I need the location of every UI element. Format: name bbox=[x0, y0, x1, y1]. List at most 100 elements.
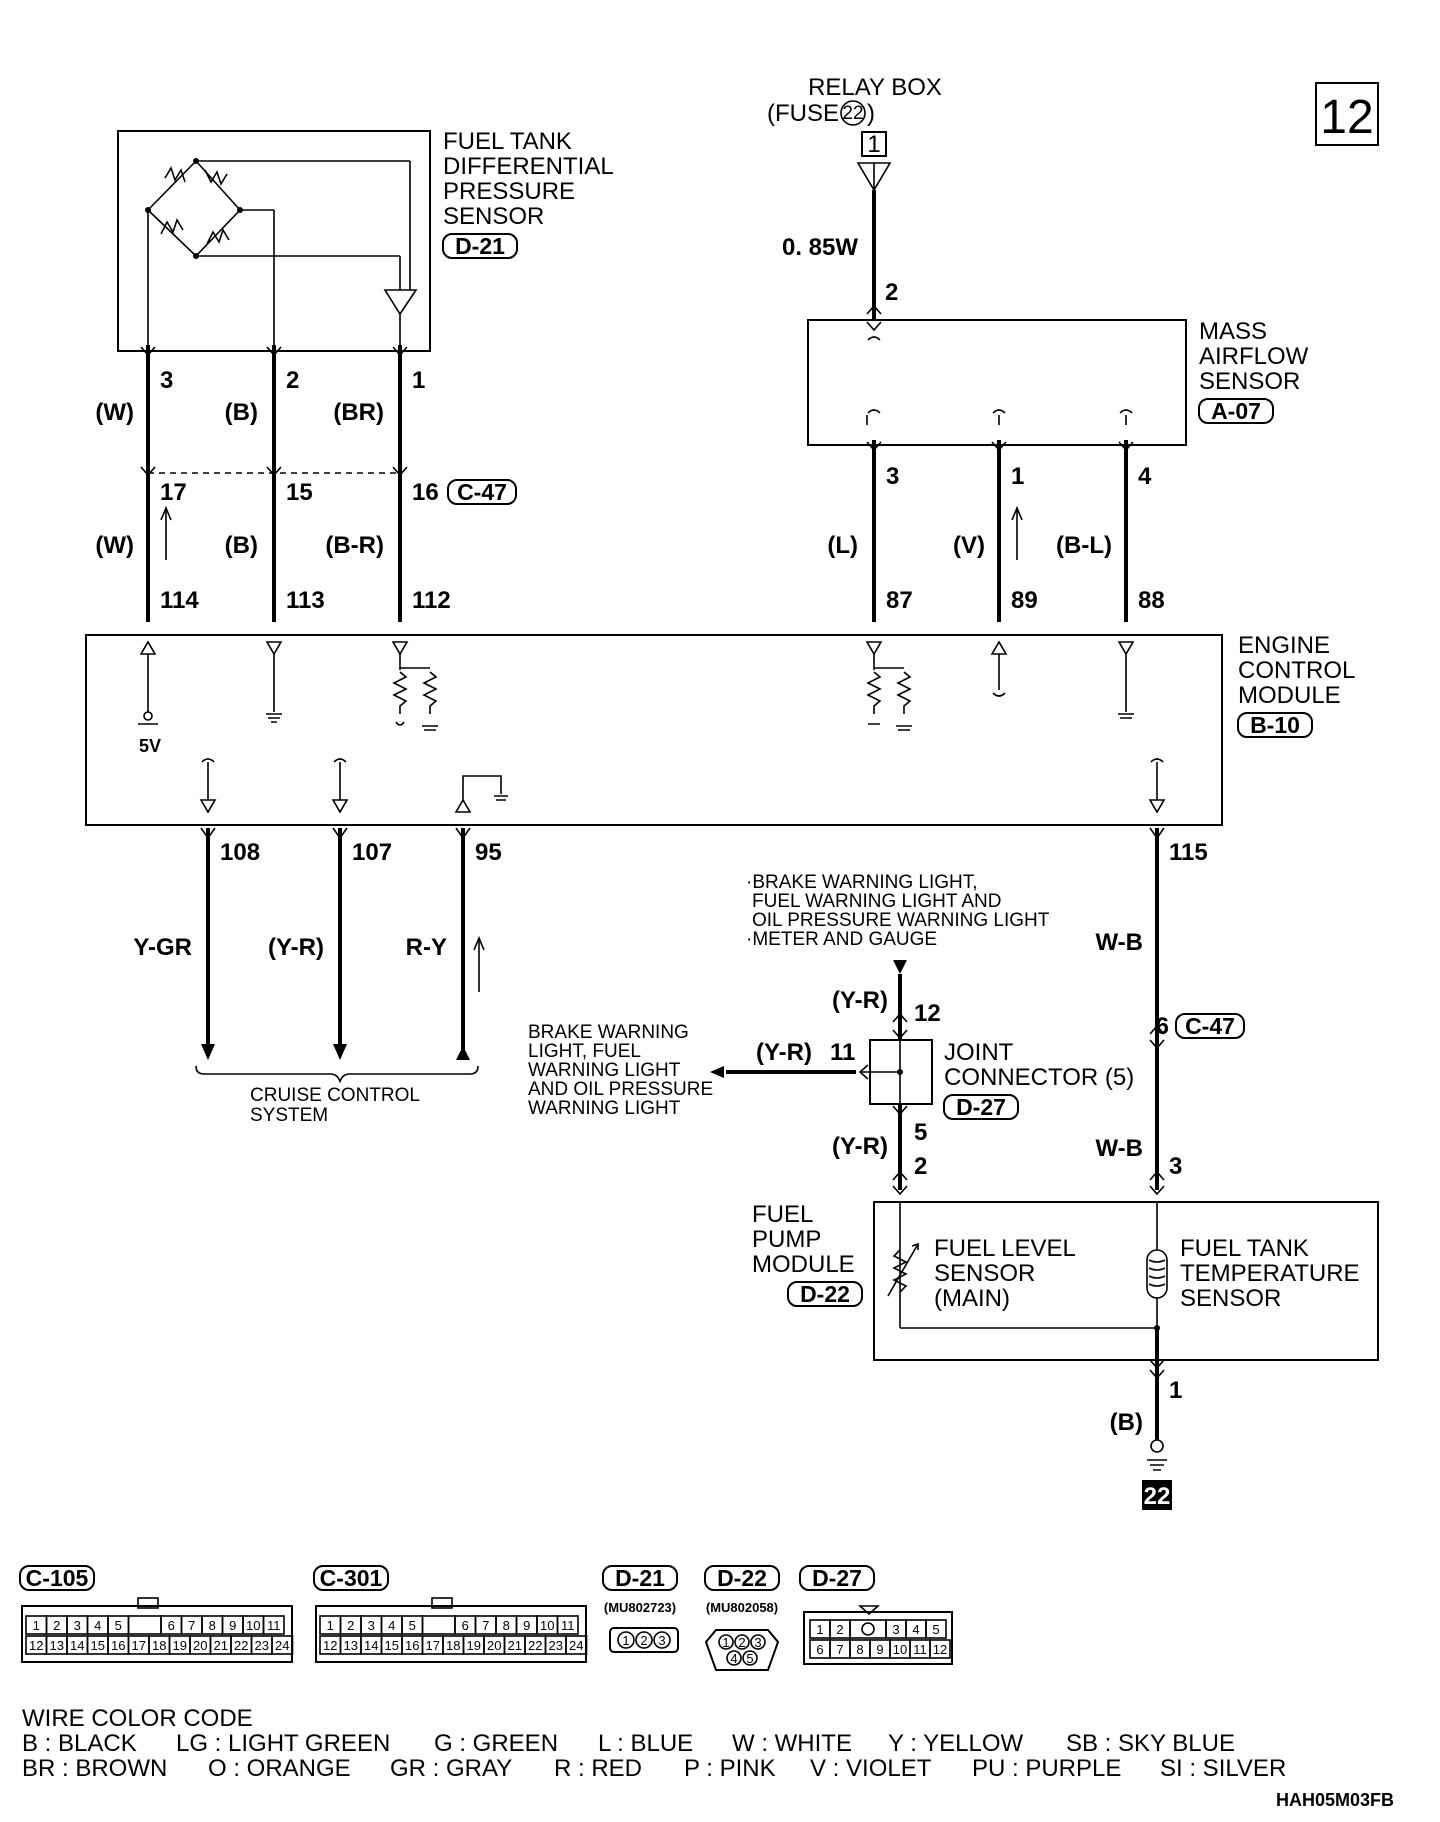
connector-pin bbox=[127, 1615, 162, 1635]
color-code-y: Y : YELLOW bbox=[888, 1730, 1024, 1757]
d22-body bbox=[704, 1629, 780, 1671]
c47-pin-6: 6 bbox=[1156, 1013, 1169, 1040]
color-code-o: O : ORANGE bbox=[208, 1755, 351, 1782]
connector-pin-label: 22 bbox=[234, 1638, 248, 1653]
connector-pin-label: 6 bbox=[168, 1618, 175, 1633]
connector-pin-label: 21 bbox=[508, 1638, 522, 1653]
connector-pin-label: 15 bbox=[91, 1638, 105, 1653]
brake-note-5: WARNING LIGHT bbox=[528, 1098, 681, 1119]
connector-pin-label: 18 bbox=[152, 1638, 166, 1653]
ecm-title-3: MODULE bbox=[1238, 682, 1341, 709]
d27-pin-label: 5 bbox=[932, 1622, 939, 1637]
connector-pin bbox=[262, 1615, 285, 1635]
d22-pin-label: 5 bbox=[746, 1651, 753, 1666]
ecm-pin-95: 95 bbox=[475, 839, 502, 866]
color-code-sb: SB : SKY BLUE bbox=[1066, 1730, 1235, 1757]
color-code-w: W : WHITE bbox=[732, 1730, 852, 1757]
color-code-si: SI : SILVER bbox=[1160, 1755, 1286, 1782]
pin-3: 3 bbox=[160, 367, 173, 394]
color-code-l: L : BLUE bbox=[598, 1730, 693, 1757]
fuel-level-title-2: SENSOR bbox=[934, 1260, 1035, 1287]
connector-view-id: D-21 bbox=[615, 1565, 665, 1591]
ecm-pin-115: 115 bbox=[1169, 839, 1208, 866]
connector-pin-label: 20 bbox=[487, 1638, 501, 1653]
connector-pin-label: 16 bbox=[111, 1638, 125, 1653]
joint-pin-5: 5 bbox=[914, 1119, 927, 1146]
connector-pin-label: 20 bbox=[193, 1638, 207, 1653]
ecm-title-2: CONTROL bbox=[1238, 657, 1355, 684]
ecm-5v-label: 5V bbox=[139, 736, 161, 756]
joint-connector-id: D-27 bbox=[956, 1094, 1006, 1120]
connector-pin bbox=[271, 1635, 294, 1655]
ground-point-badge bbox=[1142, 1480, 1172, 1510]
brake-note-4: AND OIL PRESSURE bbox=[528, 1079, 713, 1100]
color-code-pu: PU : PURPLE bbox=[972, 1755, 1121, 1782]
connector-pin-label: 4 bbox=[388, 1618, 395, 1633]
d22-pin-label: 2 bbox=[738, 1635, 745, 1650]
ground-number: 22 bbox=[1144, 1483, 1171, 1510]
pin-17: 17 bbox=[160, 479, 187, 506]
fuel-tank-sensor-title-2: DIFFERENTIAL bbox=[443, 153, 614, 180]
meter-note: ·BRAKE WARNING LIGHT, FUEL WARNING LIGHT… bbox=[746, 872, 1050, 950]
maf-pin-3: 3 bbox=[886, 463, 899, 490]
wire-color-b-l: (B-L) bbox=[1056, 532, 1112, 559]
connector-pin-label: 7 bbox=[482, 1618, 489, 1633]
connector-latch bbox=[137, 1597, 159, 1609]
relay-terminal-box bbox=[861, 131, 887, 157]
connector-pin-label: 10 bbox=[246, 1618, 260, 1633]
fuel-temp-title-3: SENSOR bbox=[1180, 1285, 1281, 1312]
d22-pin-label: 1 bbox=[722, 1635, 729, 1650]
wire-color-w-2: (W) bbox=[95, 532, 134, 559]
ecm-pin-108: 108 bbox=[220, 839, 260, 866]
d27-body bbox=[803, 1611, 953, 1665]
d27-pin bbox=[929, 1639, 951, 1659]
d22-pin bbox=[742, 1650, 758, 1666]
ground-wire-color: (B) bbox=[1110, 1409, 1143, 1436]
d21-pin bbox=[635, 1631, 653, 1649]
color-code-lg: LG : LIGHT GREEN bbox=[176, 1730, 390, 1757]
connector-pin-label: 19 bbox=[173, 1638, 187, 1653]
connector-view-badge bbox=[602, 1565, 678, 1591]
connector-body bbox=[315, 1605, 587, 1663]
d27-pin-label: 12 bbox=[933, 1642, 947, 1657]
connector-latch bbox=[431, 1597, 453, 1609]
relay-box-fuse-label: (FUSE bbox=[767, 100, 839, 127]
connector-pin-label: 14 bbox=[70, 1638, 84, 1653]
connector-pin-label: 12 bbox=[29, 1638, 43, 1653]
wire-color-v: (V) bbox=[953, 532, 985, 559]
joint-color-bottom: (Y-R) bbox=[832, 1133, 888, 1160]
d22-pin bbox=[750, 1634, 766, 1650]
wire-color-b-r: (B-R) bbox=[325, 532, 384, 559]
connector-pin-label: 13 bbox=[344, 1638, 358, 1653]
ecm-pin-107: 107 bbox=[352, 839, 392, 866]
relay-box-label: RELAY BOX bbox=[808, 74, 942, 101]
d21-pin-label: 3 bbox=[658, 1633, 665, 1648]
wire-color-br: (BR) bbox=[333, 399, 384, 426]
connector-pin-label: 11 bbox=[561, 1618, 575, 1633]
d27-pin-label: 7 bbox=[836, 1642, 843, 1657]
joint-color-top: (Y-R) bbox=[832, 987, 888, 1014]
fuel-tank-sensor-title-3: PRESSURE bbox=[443, 178, 575, 205]
ecm-pin-89: 89 bbox=[1011, 587, 1038, 614]
wire-color-w-b-2: W-B bbox=[1096, 1135, 1144, 1162]
meter-note-4: ·METER AND GAUGE bbox=[746, 929, 937, 950]
relay-box: RELAY BOX (FUSE 22 ) 1 0. 85W 2 bbox=[767, 74, 942, 320]
d27-pin-label: 4 bbox=[912, 1622, 919, 1637]
fuel-pump-pin-1: 1 bbox=[1169, 1377, 1182, 1404]
connector-pin-label: 3 bbox=[368, 1618, 375, 1633]
connector-pin-label: 19 bbox=[467, 1638, 481, 1653]
fuel-pump-module: 1 (B) 22 FUEL PUMP MODULE D-22 FUEL LEVE… bbox=[752, 1201, 1379, 1510]
cruise-label-1: CRUISE CONTROL bbox=[250, 1085, 420, 1106]
d27-pin-label: 10 bbox=[893, 1642, 907, 1657]
wire-color-w: (W) bbox=[95, 399, 134, 426]
maf-wires: 3 1 4 (L) (V) (B-L) 87 89 88 bbox=[827, 440, 1165, 622]
relay-wire-spec: 0. 85W bbox=[782, 234, 858, 261]
connector-pin bbox=[565, 1635, 588, 1655]
connector-pin-label: 5 bbox=[115, 1618, 122, 1633]
fuel-level-title-1: FUEL LEVEL bbox=[934, 1235, 1076, 1262]
d27-pin-label: 9 bbox=[876, 1642, 883, 1657]
d22-part-number: (MU802058) bbox=[706, 1600, 778, 1615]
joint-color-left: (Y-R) bbox=[756, 1039, 812, 1066]
